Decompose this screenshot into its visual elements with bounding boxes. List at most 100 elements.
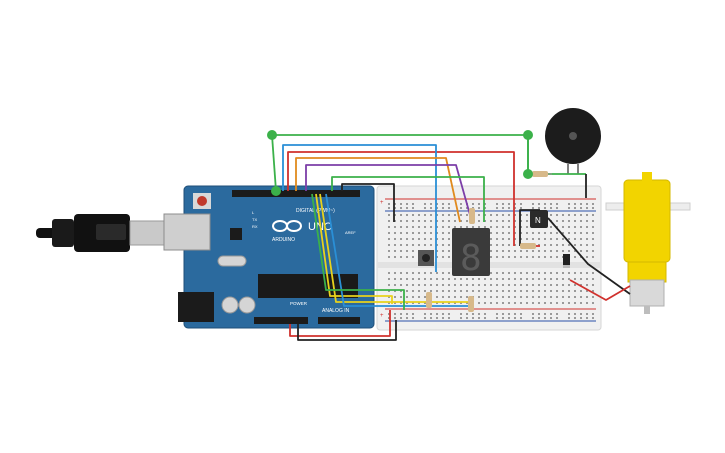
breadboard-hole <box>514 244 516 246</box>
rail-hole <box>508 317 510 319</box>
breadboard-hole <box>424 226 426 228</box>
breadboard-hole <box>418 214 420 216</box>
breadboard-hole <box>508 244 510 246</box>
breadboard-hole <box>568 272 570 274</box>
breadboard-hole <box>562 250 564 252</box>
breadboard-hole <box>424 302 426 304</box>
motor-can <box>629 279 665 307</box>
rail-hole <box>514 207 516 209</box>
breadboard-hole <box>556 296 558 298</box>
breadboard-hole <box>406 278 408 280</box>
push-button[interactable] <box>418 250 434 266</box>
breadboard-hole <box>580 232 582 234</box>
capacitor-1 <box>221 296 239 314</box>
breadboard-hole <box>442 250 444 252</box>
breadboard-hole <box>508 214 510 216</box>
breadboard-hole <box>586 272 588 274</box>
breadboard-hole <box>502 272 504 274</box>
breadboard-hole <box>532 284 534 286</box>
breadboard-hole <box>532 232 534 234</box>
breadboard-hole <box>406 244 408 246</box>
seven-segment-display: 8 <box>452 228 490 279</box>
breadboard-hole <box>592 284 594 286</box>
rail-hole <box>406 203 408 205</box>
breadboard-hole <box>580 244 582 246</box>
rail-hole <box>430 313 432 315</box>
breadboard-hole <box>436 290 438 292</box>
rail-hole <box>412 203 414 205</box>
breadboard-hole <box>490 302 492 304</box>
breadboard-hole <box>394 272 396 274</box>
rail-hole <box>532 207 534 209</box>
breadboard-hole <box>502 238 504 240</box>
breadboard-hole <box>580 302 582 304</box>
breadboard-hole <box>520 232 522 234</box>
breadboard-hole <box>478 290 480 292</box>
rail-hole <box>424 207 426 209</box>
usb-plug-ridge <box>96 224 126 240</box>
breadboard-hole <box>418 278 420 280</box>
breadboard-hole <box>502 278 504 280</box>
breadboard-hole <box>460 278 462 280</box>
breadboard-hole <box>526 296 528 298</box>
push-button-cap[interactable] <box>422 254 430 262</box>
breadboard-hole <box>388 272 390 274</box>
breadboard-hole <box>496 238 498 240</box>
breadboard-hole <box>460 284 462 286</box>
breadboard-hole <box>508 220 510 222</box>
breadboard-hole <box>556 290 558 292</box>
breadboard-hole <box>406 250 408 252</box>
breadboard-hole <box>448 238 450 240</box>
breadboard-hole <box>526 290 528 292</box>
rail-hole <box>388 317 390 319</box>
breadboard-hole <box>466 290 468 292</box>
breadboard-hole <box>544 302 546 304</box>
wire-yellow <box>315 193 393 304</box>
resistor-transistor <box>520 243 536 249</box>
breadboard-hole <box>442 296 444 298</box>
breadboard-hole <box>418 272 420 274</box>
rail-hole <box>412 207 414 209</box>
breadboard-hole <box>478 214 480 216</box>
breadboard-hole <box>568 226 570 228</box>
breadboard-hole <box>454 284 456 286</box>
breadboard-hole <box>424 232 426 234</box>
breadboard-hole <box>592 226 594 228</box>
rail-hole <box>400 203 402 205</box>
breadboard-hole <box>562 244 564 246</box>
reset-button-cap[interactable] <box>197 196 207 206</box>
breadboard-hole <box>562 238 564 240</box>
breadboard-hole <box>412 220 414 222</box>
usb-plug-metal <box>129 220 165 246</box>
rail-hole <box>544 207 546 209</box>
breadboard-hole <box>478 226 480 228</box>
breadboard-hole <box>412 296 414 298</box>
breadboard-hole <box>436 214 438 216</box>
rail-hole <box>520 203 522 205</box>
breadboard-hole <box>514 290 516 292</box>
breadboard-hole <box>394 284 396 286</box>
breadboard-hole <box>502 244 504 246</box>
breadboard-hole <box>430 214 432 216</box>
breadboard-hole <box>526 250 528 252</box>
motor-tab <box>642 172 652 182</box>
breadboard-hole <box>550 290 552 292</box>
breadboard-hole <box>514 220 516 222</box>
breadboard-hole <box>586 244 588 246</box>
breadboard-hole <box>508 238 510 240</box>
breadboard-hole <box>478 296 480 298</box>
breadboard-hole <box>592 238 594 240</box>
breadboard-hole <box>550 232 552 234</box>
breadboard-hole <box>586 238 588 240</box>
breadboard-hole <box>580 278 582 280</box>
usb-cable-body <box>52 219 74 247</box>
wire-orange <box>295 157 461 223</box>
breadboard-hole <box>490 256 492 258</box>
rail-hole <box>472 203 474 205</box>
rail-hole <box>496 313 498 315</box>
breadboard-hole <box>430 238 432 240</box>
breadboard-hole <box>496 232 498 234</box>
rail-hole <box>430 317 432 319</box>
breadboard-hole <box>418 296 420 298</box>
rail-hole <box>388 207 390 209</box>
